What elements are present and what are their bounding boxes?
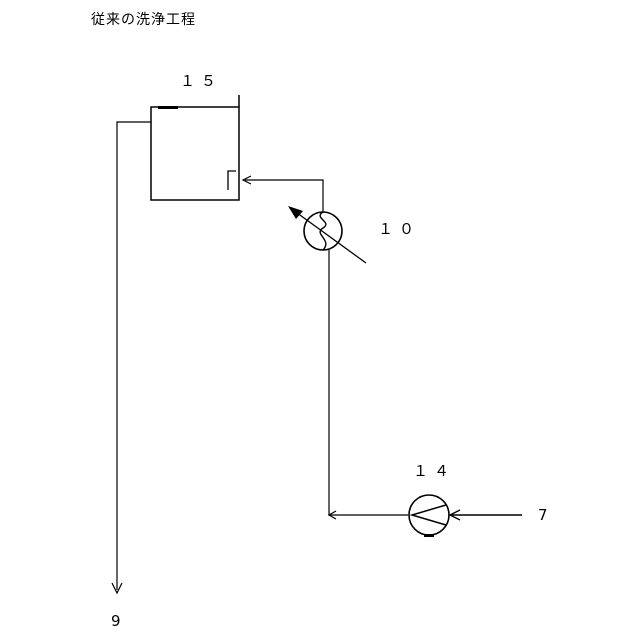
pump-to-hx-line — [329, 250, 408, 519]
heat-exchanger-10 — [288, 206, 366, 263]
pump-14 — [409, 495, 449, 537]
tank-label: １５ — [180, 72, 222, 90]
tank-15 — [151, 95, 239, 200]
heat-exchanger-label: １０ — [378, 220, 420, 238]
outlet-line-9 — [112, 122, 151, 593]
inlet-label: 7 — [538, 506, 548, 524]
outlet-label: 9 — [111, 612, 121, 630]
hx-to-tank-line — [243, 176, 323, 212]
inlet-line-7 — [450, 510, 522, 520]
pump-label: １４ — [413, 462, 455, 480]
